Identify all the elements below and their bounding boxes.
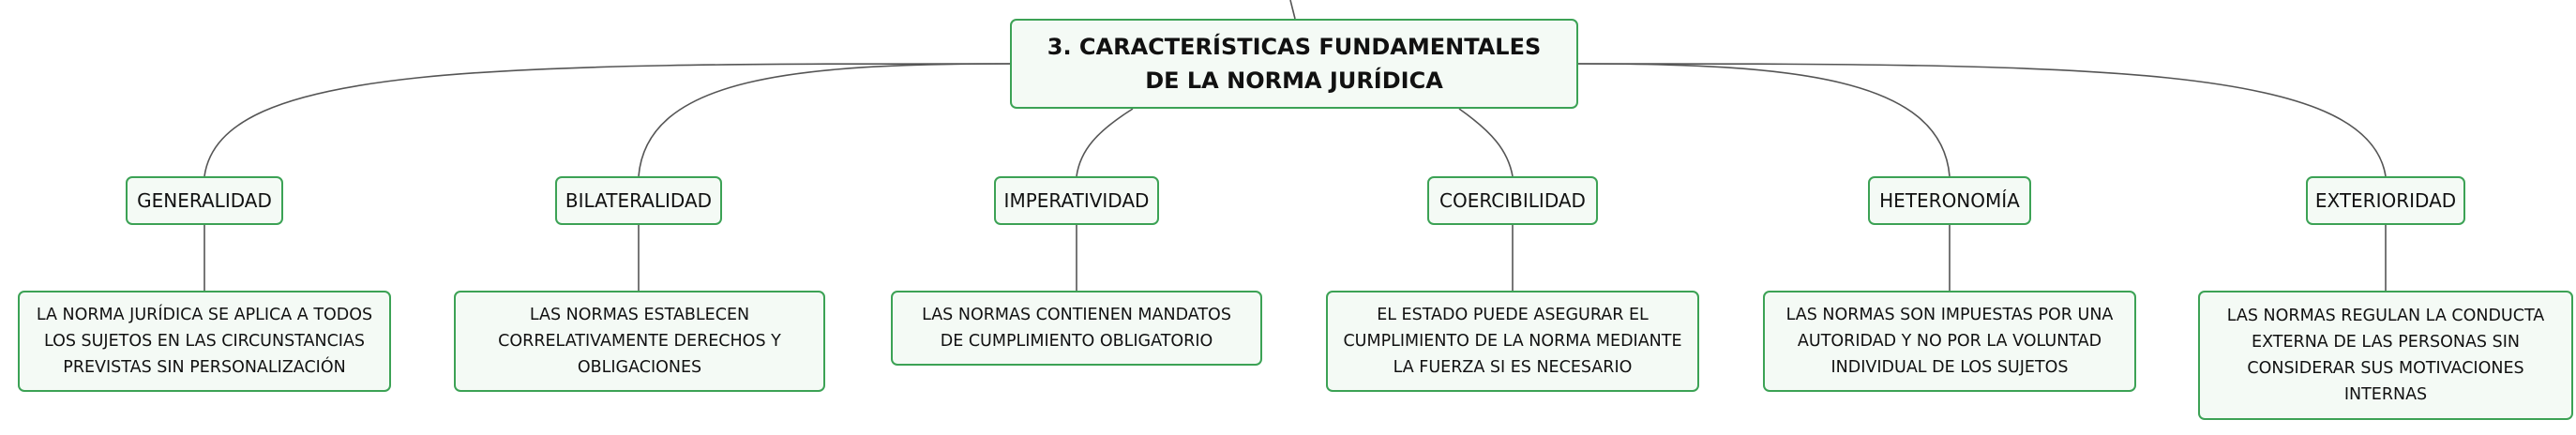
subtopic-text: LAS NORMAS CONTIENEN MANDATOS DE CUMPLIM… — [922, 306, 1231, 351]
connector-to-parent — [1289, 0, 1296, 20]
subtopic-text: LA NORMA JURÍDICA SE APLICA A TODOS LOS … — [36, 306, 373, 377]
connector-root-imperatividad — [1076, 108, 1134, 177]
subtopic-exterioridad[interactable]: LAS NORMAS REGULAN LA CONDUCTA EXTERNA D… — [2198, 291, 2573, 420]
topic-bilateralidad[interactable]: BILATERALIDAD — [555, 176, 722, 225]
topic-label: IMPERATIVIDAD — [1003, 189, 1150, 212]
connector-root-exterioridad — [1577, 63, 2387, 177]
connector-root-bilateralidad — [638, 63, 1011, 177]
subtopic-generalidad[interactable]: LA NORMA JURÍDICA SE APLICA A TODOS LOS … — [18, 291, 391, 392]
topic-imperatividad[interactable]: IMPERATIVIDAD — [994, 176, 1159, 225]
subtopic-coercibilidad[interactable]: EL ESTADO PUEDE ASEGURAR EL CUMPLIMIENTO… — [1326, 291, 1699, 392]
subtopic-text: LAS NORMAS REGULAN LA CONDUCTA EXTERNA D… — [2226, 307, 2545, 404]
subtopic-text: LAS NORMAS SON IMPUESTAS POR UNA AUTORID… — [1785, 306, 2114, 377]
connector-root-generalidad — [203, 63, 1011, 177]
topic-coercibilidad[interactable]: COERCIBILIDAD — [1427, 176, 1598, 225]
topic-heteronomia[interactable]: HETERONOMÍA — [1868, 176, 2031, 225]
subtopic-heteronomia[interactable]: LAS NORMAS SON IMPUESTAS POR UNA AUTORID… — [1763, 291, 2136, 392]
root-topic-title: 3. CARACTERÍSTICAS FUNDAMENTALES DE LA N… — [1047, 34, 1542, 94]
root-topic[interactable]: 3. CARACTERÍSTICAS FUNDAMENTALES DE LA N… — [1010, 19, 1578, 109]
topic-label: COERCIBILIDAD — [1439, 189, 1586, 212]
topic-generalidad[interactable]: GENERALIDAD — [126, 176, 283, 225]
topic-exterioridad[interactable]: EXTERIORIDAD — [2306, 176, 2465, 225]
topic-label: HETERONOMÍA — [1879, 189, 2020, 212]
topic-label: BILATERALIDAD — [565, 189, 713, 212]
subtopic-bilateralidad[interactable]: LAS NORMAS ESTABLECEN CORRELATIVAMENTE D… — [454, 291, 825, 392]
connector-root-coercibilidad — [1458, 108, 1514, 177]
subtopic-text: LAS NORMAS ESTABLECEN CORRELATIVAMENTE D… — [498, 306, 781, 377]
subtopic-imperatividad[interactable]: LAS NORMAS CONTIENEN MANDATOS DE CUMPLIM… — [891, 291, 1262, 366]
connector-root-heteronomia — [1577, 63, 1951, 177]
topic-label: EXTERIORIDAD — [2314, 189, 2457, 212]
topic-label: GENERALIDAD — [137, 189, 272, 212]
subtopic-text: EL ESTADO PUEDE ASEGURAR EL CUMPLIMIENTO… — [1343, 306, 1682, 377]
